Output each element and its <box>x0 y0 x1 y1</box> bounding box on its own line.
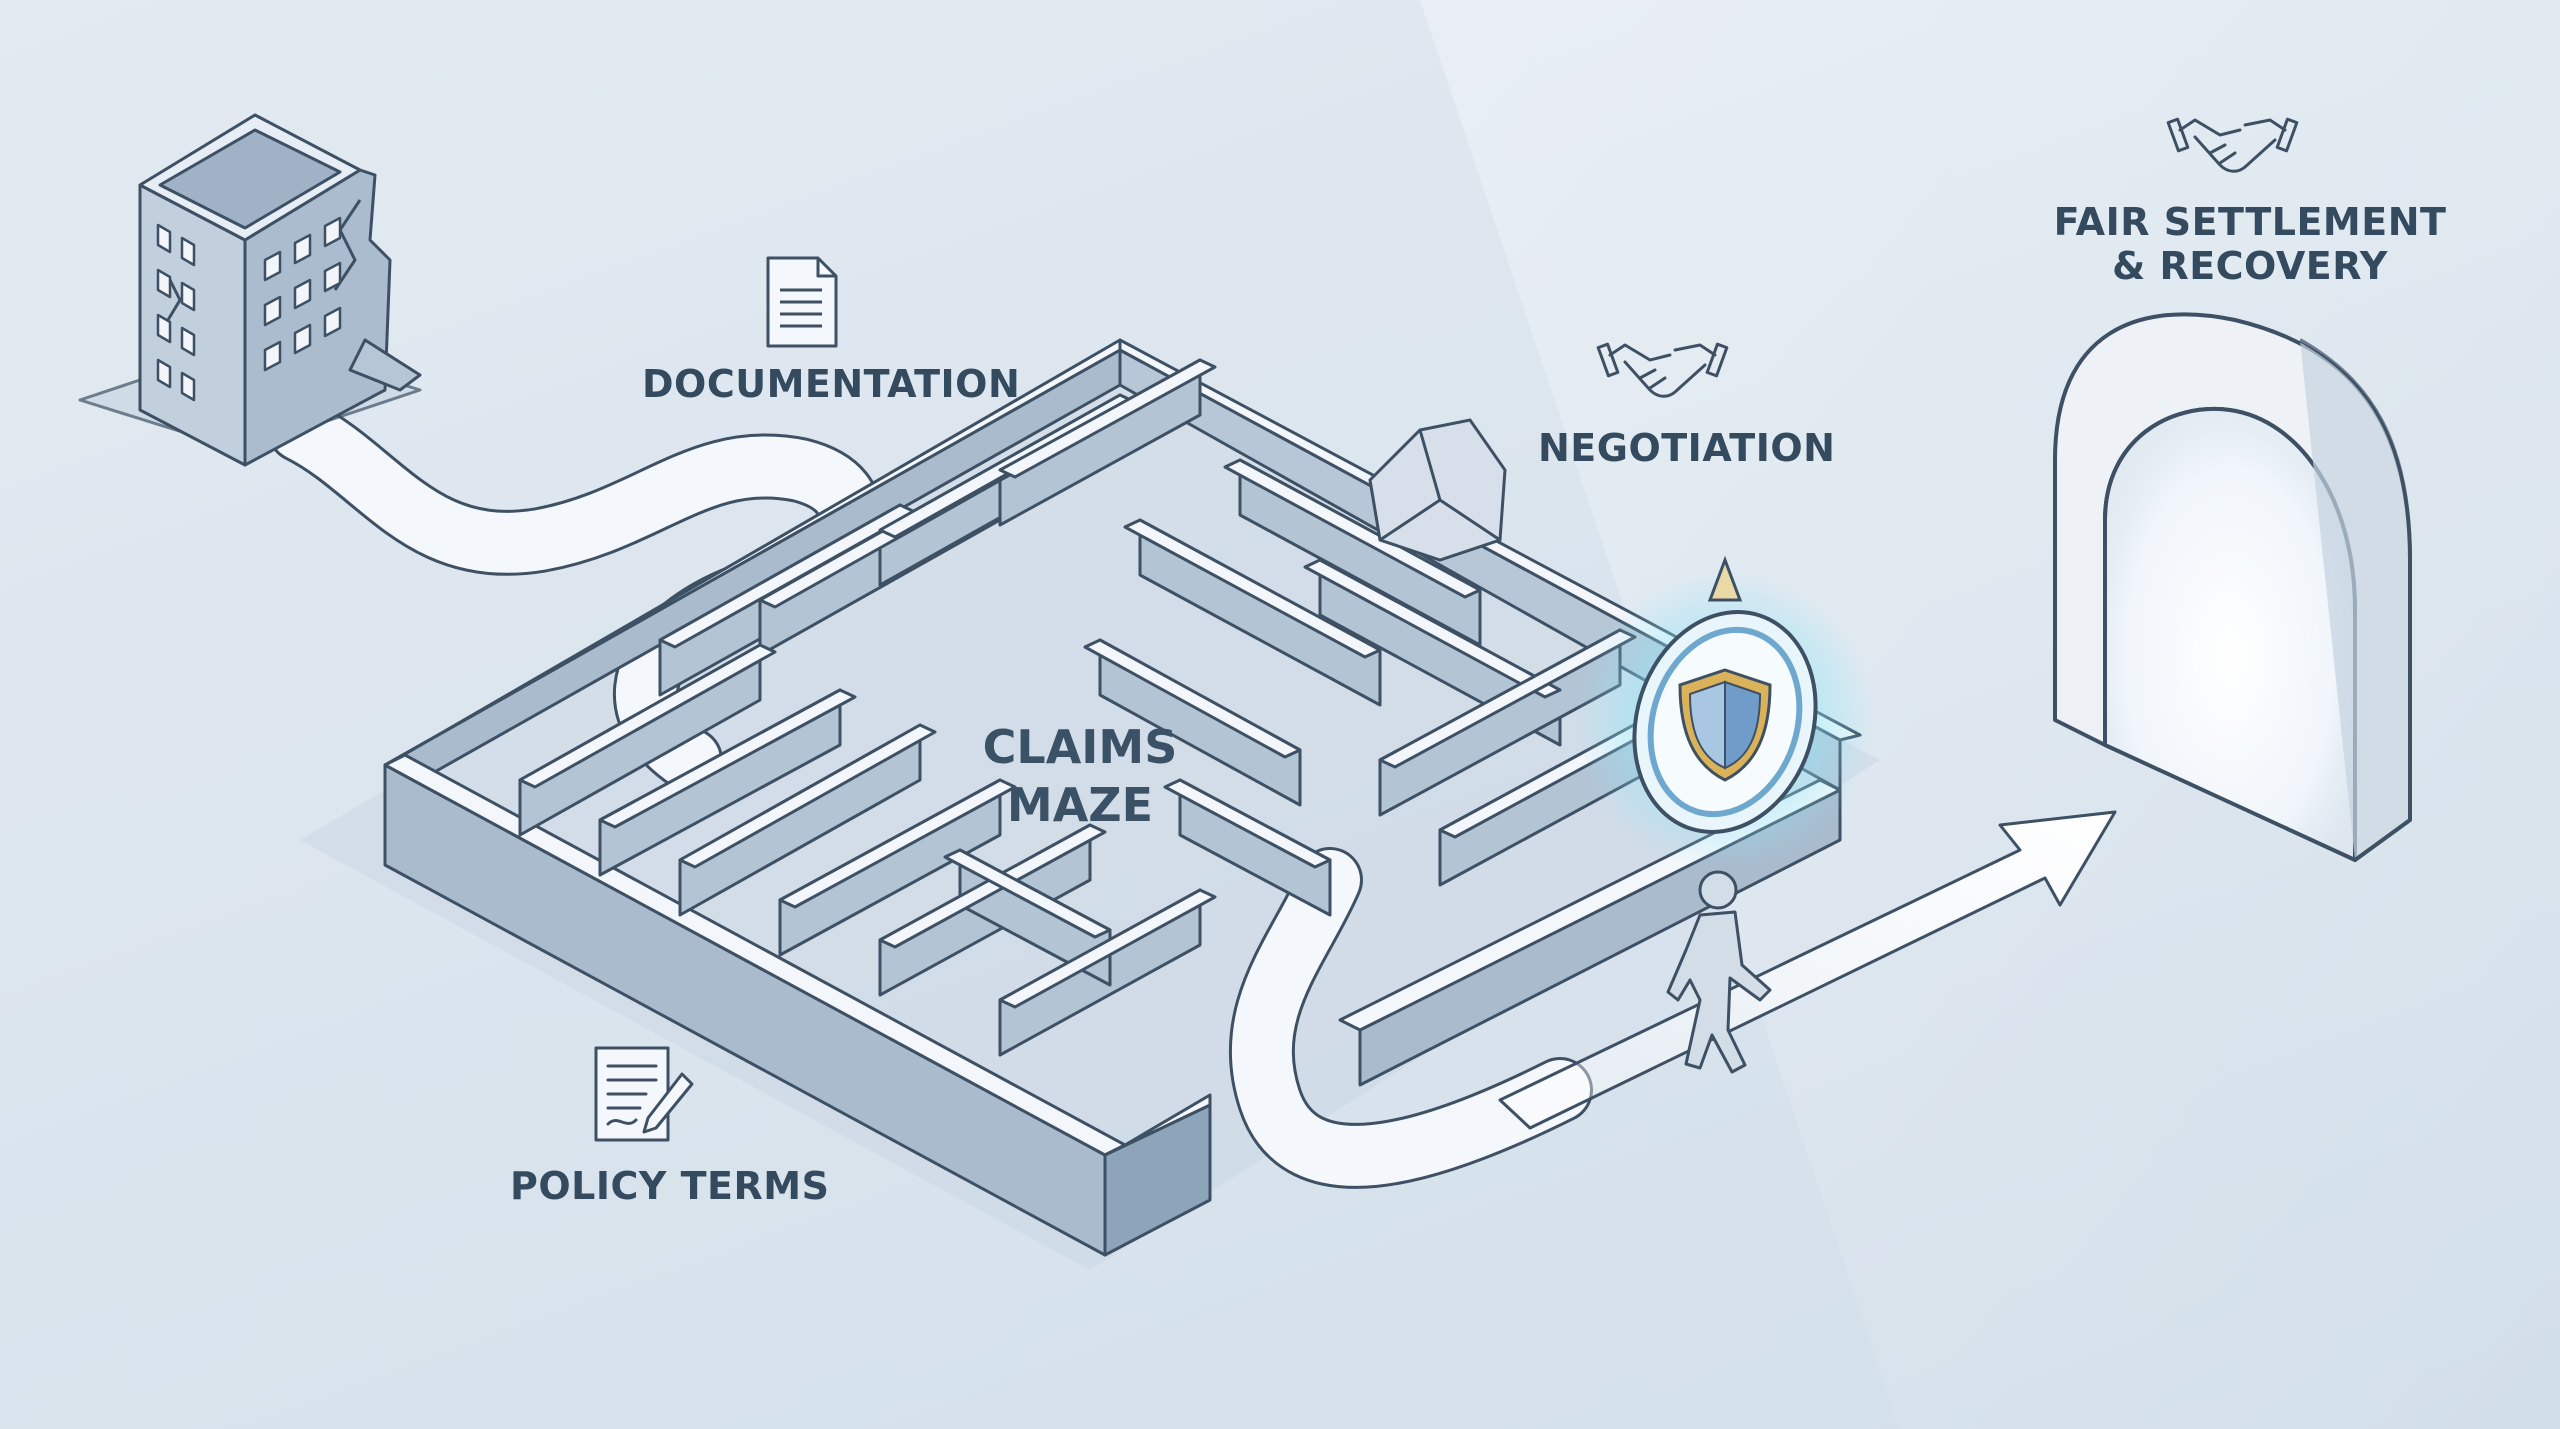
document-icon <box>766 256 838 348</box>
rubble <box>1368 418 1507 562</box>
maze-title: CLAIMS MAZE <box>935 718 1225 834</box>
maze-title-line2: MAZE <box>1006 778 1154 832</box>
settlement-label: FAIR SETTLEMENT & RECOVERY <box>2040 200 2460 288</box>
exit-arch-icon <box>2053 312 2412 862</box>
handshake-icon <box>1596 342 1729 398</box>
settlement-label-line2: & RECOVERY <box>2112 244 2388 288</box>
arrow-icon <box>1498 810 2117 1130</box>
documentation-label: DOCUMENTATION <box>642 362 1021 406</box>
damaged-building-icon <box>78 113 422 467</box>
policy-terms-label: POLICY TERMS <box>510 1164 830 1208</box>
walking-person-icon <box>1666 870 1772 1074</box>
compass-shield-icon <box>1575 555 1875 870</box>
policy-pen-icon <box>594 1046 694 1142</box>
maze-title-line1: CLAIMS <box>982 720 1178 774</box>
settlement-label-line1: FAIR SETTLEMENT <box>2053 200 2447 244</box>
negotiation-label: NEGOTIATION <box>1538 426 1836 470</box>
handshake-icon <box>2166 117 2299 173</box>
